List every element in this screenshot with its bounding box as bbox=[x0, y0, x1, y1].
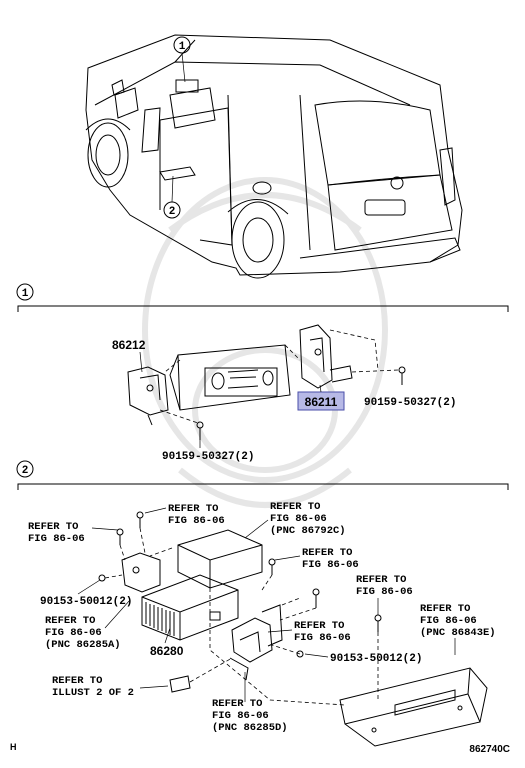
svg-text:FIG 86-06: FIG 86-06 bbox=[28, 533, 85, 545]
bracket-86211 bbox=[299, 324, 353, 389]
lower-mount-bracket bbox=[229, 604, 283, 681]
svg-text:REFER TO: REFER TO bbox=[168, 503, 218, 515]
section-1-number: 1 bbox=[22, 288, 29, 300]
bolt-set bbox=[98, 511, 382, 658]
svg-text:FIG 86-06: FIG 86-06 bbox=[302, 559, 359, 571]
svg-text:FIG 86-06: FIG 86-06 bbox=[420, 615, 477, 627]
bracket-86212 bbox=[127, 366, 169, 426]
part-number-90153-left: 90153-50012(2) bbox=[40, 596, 132, 608]
part-number-90153-right: 90153-50012(2) bbox=[330, 653, 422, 665]
reference-label-3: REFER TO FIG 86-06 (PNC 86792C) bbox=[270, 501, 346, 537]
section-2-header: 2 bbox=[16, 460, 509, 490]
svg-text:FIG 86-06: FIG 86-06 bbox=[168, 515, 225, 527]
svg-text:REFER TO: REFER TO bbox=[294, 620, 344, 632]
section-2-number: 2 bbox=[22, 465, 29, 477]
callout-2-van: 2 bbox=[163, 175, 181, 219]
svg-text:REFER TO: REFER TO bbox=[356, 574, 406, 586]
svg-text:(PNC 86792C): (PNC 86792C) bbox=[270, 525, 346, 537]
part-number-86211[interactable]: 86211 bbox=[305, 395, 338, 409]
svg-text:REFER TO: REFER TO bbox=[52, 675, 102, 687]
svg-text:FIG 86-06: FIG 86-06 bbox=[270, 513, 327, 525]
left-mount-bracket bbox=[121, 552, 161, 593]
callout-1-van: 1 bbox=[173, 36, 191, 83]
svg-text:FIG 86-06: FIG 86-06 bbox=[45, 627, 102, 639]
svg-text:ILLUST 2 OF 2: ILLUST 2 OF 2 bbox=[52, 687, 134, 699]
reference-label-6: REFER TO FIG 86-06 (PNC 86843E) bbox=[420, 603, 496, 639]
part-number-90159-left: 90159-50327(2) bbox=[162, 451, 254, 463]
callout-1-number: 1 bbox=[179, 41, 186, 53]
radio-receiver-assembly bbox=[164, 344, 301, 411]
reference-label-8: REFER TO FIG 86-06 bbox=[294, 620, 351, 644]
figure-code: 862740C bbox=[469, 744, 510, 755]
ecu-module-upper bbox=[177, 529, 263, 589]
assembly-dashed-lines bbox=[104, 527, 379, 706]
connector-block bbox=[169, 675, 191, 693]
reference-label-5: REFER TO FIG 86-06 bbox=[356, 574, 413, 598]
svg-text:REFER TO: REFER TO bbox=[28, 521, 78, 533]
reference-label-4: REFER TO FIG 86-06 bbox=[302, 547, 359, 571]
reference-label-1: REFER TO FIG 86-06 bbox=[28, 521, 85, 545]
svg-text:FIG 86-06: FIG 86-06 bbox=[212, 710, 269, 722]
part-number-86212: 86212 bbox=[112, 338, 146, 352]
part-number-90159-right: 90159-50327(2) bbox=[364, 397, 456, 409]
part-number-86280: 86280 bbox=[150, 644, 184, 658]
reference-label-10: REFER TO FIG 86-06 (PNC 86285D) bbox=[212, 698, 288, 734]
svg-text:(PNC 86843E): (PNC 86843E) bbox=[420, 627, 496, 639]
callout-2-number: 2 bbox=[169, 206, 176, 218]
svg-text:REFER TO: REFER TO bbox=[302, 547, 352, 559]
footer-left-mark: H bbox=[10, 742, 17, 752]
screw-left bbox=[196, 421, 204, 440]
watermark-logo bbox=[142, 177, 388, 508]
reference-label-9: REFER TO ILLUST 2 OF 2 bbox=[52, 675, 134, 699]
section-1-header: 1 bbox=[16, 283, 509, 312]
minivan-illustration bbox=[85, 34, 463, 279]
svg-text:REFER TO: REFER TO bbox=[270, 501, 320, 513]
svg-text:FIG 86-06: FIG 86-06 bbox=[294, 632, 351, 644]
reference-label-2: REFER TO FIG 86-06 bbox=[168, 503, 225, 527]
svg-text:REFER TO: REFER TO bbox=[45, 615, 95, 627]
reference-label-7: REFER TO FIG 86-06 (PNC 86285A) bbox=[45, 615, 121, 651]
screw-right bbox=[398, 366, 406, 385]
svg-text:REFER TO: REFER TO bbox=[420, 603, 470, 615]
svg-text:FIG 86-06: FIG 86-06 bbox=[356, 586, 413, 598]
svg-text:(PNC 86285D): (PNC 86285D) bbox=[212, 722, 288, 734]
cover-plate bbox=[339, 667, 488, 747]
svg-text:REFER TO: REFER TO bbox=[212, 698, 262, 710]
svg-text:(PNC 86285A): (PNC 86285A) bbox=[45, 639, 121, 651]
amplifier-86280 bbox=[141, 574, 239, 641]
